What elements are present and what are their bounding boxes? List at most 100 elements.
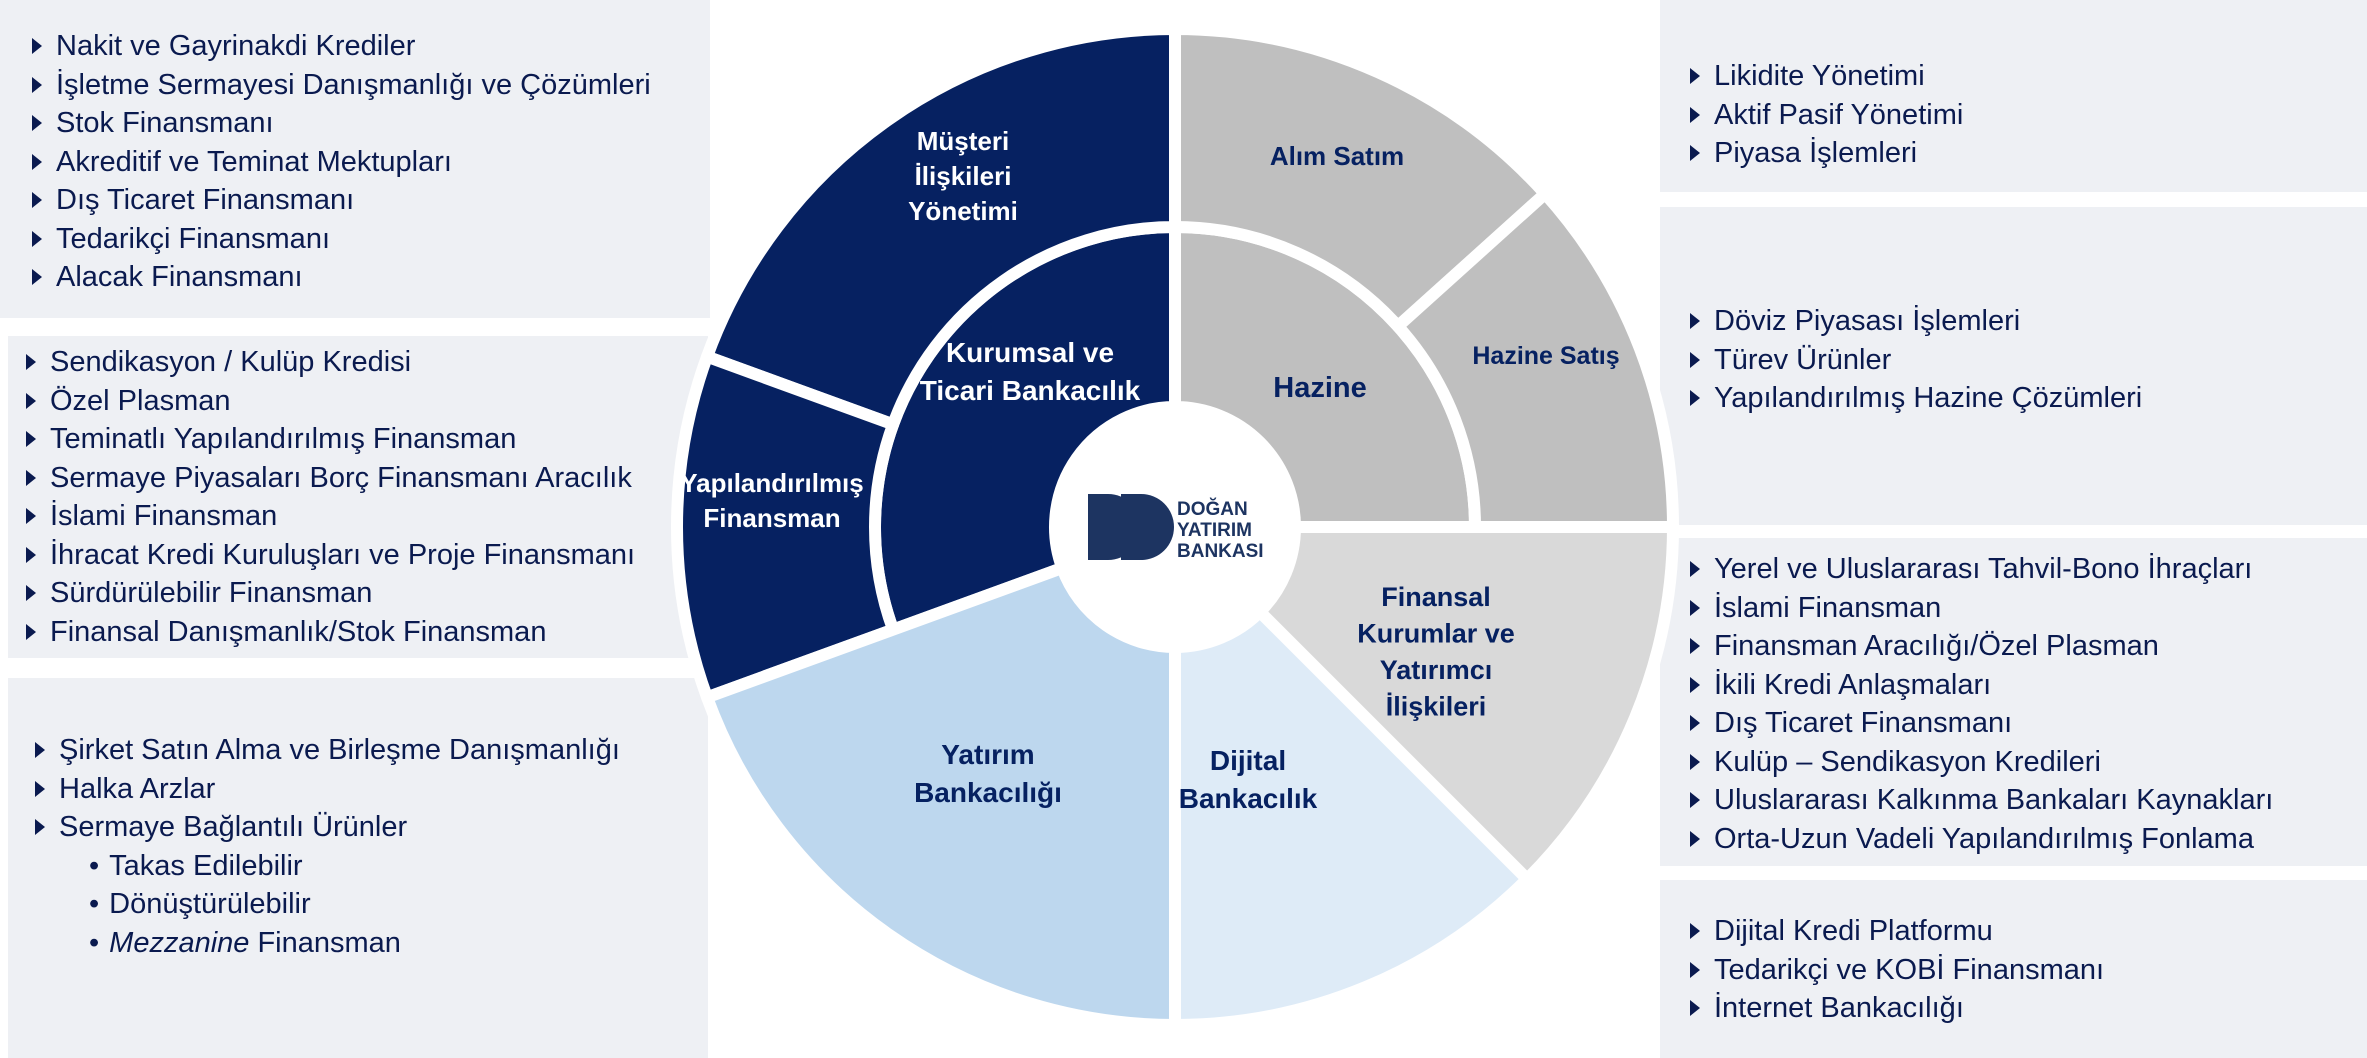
list-item-label: Şirket Satın Alma ve Birleşme Danışmanlı… <box>59 734 620 766</box>
sector-label-musteri: Yönetimi <box>908 196 1018 226</box>
list-item-label: Özel Plasman <box>50 384 231 417</box>
bullet-triangle-icon <box>1690 390 1700 407</box>
list-item: Sermaye Bağlantılı Ürünler <box>35 808 620 847</box>
list-item: İslami Finansman <box>26 497 635 536</box>
sector-label-alim: Alım Satım <box>1270 141 1404 171</box>
list-item: Likidite Yönetimi <box>1690 57 1963 96</box>
bullet-triangle-icon <box>32 269 42 286</box>
bullet-triangle-icon <box>1690 830 1700 847</box>
list-item: Alacak Finansmanı <box>32 258 651 297</box>
sector-musteri <box>701 23 1181 431</box>
sector-label-dijital: Dijital <box>1210 745 1286 776</box>
list-item-label: İslami Finansman <box>1714 591 1942 624</box>
bullet-triangle-icon <box>26 469 36 486</box>
panel-hazine-satis <box>1660 207 2367 525</box>
list-item: Özel Plasman <box>26 382 635 421</box>
sector-label-yatirim: Bankacılığı <box>914 777 1062 808</box>
sector-label-hazine-satis: Hazine Satış <box>1472 342 1619 370</box>
list-item: Tedarikçi Finansmanı <box>32 220 651 259</box>
list-subitem-italic: Mezzanine <box>109 926 250 959</box>
list-item: İşletme Sermayesi Danışmanlığı ve Çözüml… <box>32 66 651 105</box>
sector-label-finansal: Yatırımcı <box>1380 655 1493 685</box>
list-item-label: Sermaye Piyasaları Borç Finansmanı Aracı… <box>50 461 632 494</box>
list-item-label: Sürdürülebilir Finansman <box>50 577 373 609</box>
panel-musteri <box>0 0 710 318</box>
bullet-triangle-icon <box>26 354 36 371</box>
bullet-triangle-icon <box>26 431 36 448</box>
list-item: Finansal Danışmanlık/Stok Finansman <box>26 613 635 652</box>
logo-text-line: DOĞAN <box>1177 498 1248 520</box>
logo-text-line: BANKASI <box>1177 541 1264 562</box>
list-item: Finansman Aracılığı/Özel Plasman <box>1690 627 2273 666</box>
list-item: Kulüp – Sendikasyon Kredileri <box>1690 743 2273 782</box>
list-item-label: Döviz Piyasası İşlemleri <box>1714 305 2021 337</box>
bullet-triangle-icon <box>1690 313 1700 330</box>
list-finansal: Yerel ve Uluslararası Tahvil-Bono İhraçl… <box>1690 550 2273 858</box>
list-item: Sermaye Piyasaları Borç Finansmanı Aracı… <box>26 459 635 498</box>
sector-alim <box>1169 23 1552 333</box>
list-item: Nakit ve Gayrinakdi Krediler <box>32 27 651 66</box>
list-item-label: Uluslararası Kalkınma Bankaları Kaynakla… <box>1714 784 2274 816</box>
list-item: Piyasa İşlemleri <box>1690 134 1963 173</box>
sector-label-kurumsal: Kurumsal ve <box>946 337 1114 368</box>
list-item: İhracat Kredi Kuruluşları ve Proje Finan… <box>26 536 635 575</box>
panel-yatirim <box>8 678 708 1058</box>
list-item-label: Yapılandırılmış Hazine Çözümleri <box>1714 382 2143 414</box>
bullet-triangle-icon <box>32 115 42 132</box>
list-item-label: Kulüp – Sendikasyon Kredileri <box>1714 745 2101 778</box>
bullet-triangle-icon <box>26 585 36 602</box>
list-item-label: Finansal Danışmanlık/Stok Finansman <box>50 615 547 648</box>
sector-label-musteri: Müşteri <box>917 126 1009 156</box>
list-item-label: Sermaye Bağlantılı Ürünler <box>59 811 408 843</box>
bullet-triangle-icon <box>1690 561 1700 578</box>
list-item: Akreditif ve Teminat Mektupları <box>32 143 651 182</box>
panel-yapilandirilmis <box>8 336 708 658</box>
list-item-label: Tedarikçi Finansmanı <box>56 222 330 255</box>
list-item-label: Dış Ticaret Finansmanı <box>56 184 355 216</box>
list-item-label: İslami Finansman <box>50 500 278 532</box>
bullet-triangle-icon <box>1690 68 1700 85</box>
list-item-label: İhracat Kredi Kuruluşları ve Proje Finan… <box>50 538 636 571</box>
list-item-label: İşletme Sermayesi Danışmanlığı ve Çözüml… <box>56 68 651 101</box>
list-item: İkili Kredi Anlaşmaları <box>1690 666 2273 705</box>
bullet-triangle-icon <box>32 38 42 55</box>
sector-yapilandirilmis <box>671 350 900 704</box>
bullet-triangle-icon <box>26 623 36 640</box>
bullet-dot-icon: • <box>89 926 100 959</box>
panel-finansal <box>1660 538 2367 866</box>
sector-label-kurumsal: Ticari Bankacılık <box>920 375 1141 406</box>
bullet-triangle-icon <box>26 508 36 525</box>
list-item-label: Halka Arzlar <box>59 772 216 805</box>
panel-alim <box>1660 0 2367 192</box>
sector-label-yapilandirilmis: Yapılandırılmış <box>680 468 864 498</box>
list-item-label: Orta-Uzun Vadeli Yapılandırılmış Fonlama <box>1714 822 2254 855</box>
list-item: Halka Arzlar <box>35 770 620 809</box>
list-item: Dijital Kredi Platformu <box>1690 912 2104 951</box>
bullet-triangle-icon <box>1690 792 1700 809</box>
dogan-logo-icon <box>1088 494 1174 560</box>
list-item: İslami Finansman <box>1690 589 2273 628</box>
list-item-label: Stok Finansmanı <box>56 107 274 139</box>
bullet-triangle-icon <box>1690 638 1700 655</box>
bullet-triangle-icon <box>35 742 45 759</box>
bullet-triangle-icon <box>1690 676 1700 693</box>
list-item: Türev Ürünler <box>1690 341 2142 380</box>
list-item-label: İnternet Bankacılığı <box>1714 992 1964 1024</box>
bullet-triangle-icon <box>1690 923 1700 940</box>
list-item: Şirket Satın Alma ve Birleşme Danışmanlı… <box>35 731 620 770</box>
list-item: Stok Finansmanı <box>32 104 651 143</box>
list-item-label: Akreditif ve Teminat Mektupları <box>56 145 452 178</box>
bullet-triangle-icon <box>32 192 42 209</box>
bullet-triangle-icon <box>26 392 36 409</box>
sector-label-yatirim: Yatırım <box>941 739 1034 770</box>
bullet-triangle-icon <box>1690 715 1700 732</box>
list-item: Dış Ticaret Finansmanı <box>1690 704 2273 743</box>
list-item-label: Piyasa İşlemleri <box>1714 137 1918 169</box>
logo-text-line: YATIRIM <box>1177 520 1252 541</box>
list-item-label: Yerel ve Uluslararası Tahvil-Bono İhraçl… <box>1714 553 2253 585</box>
